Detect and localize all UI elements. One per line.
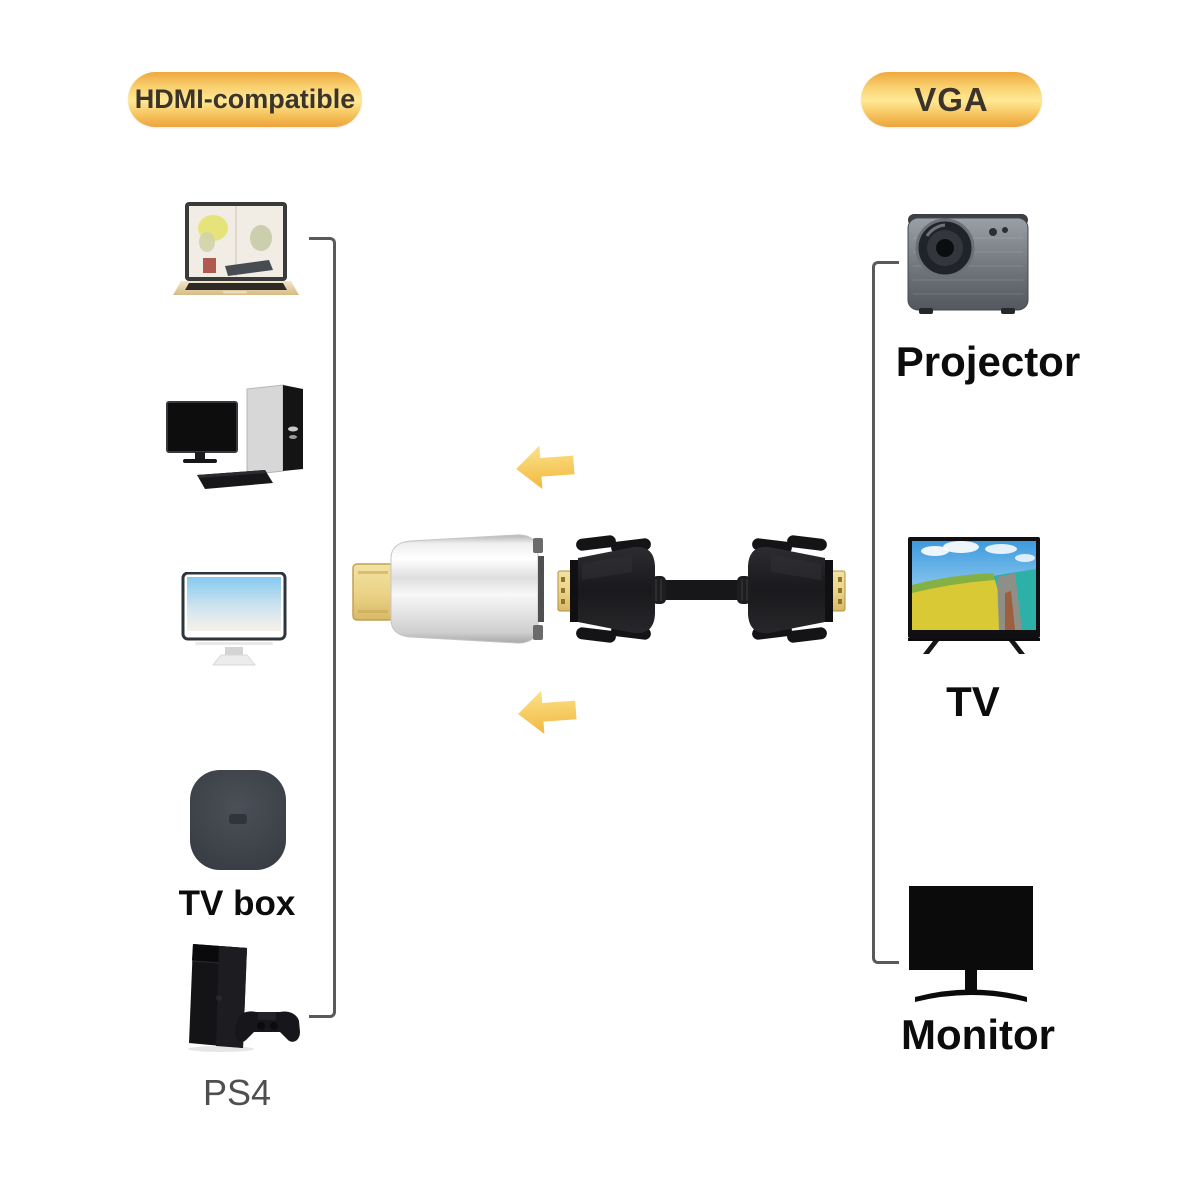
tv-box-label: TV box [178, 884, 296, 923]
monitor-stand-base [915, 989, 1027, 1002]
adapter-vga-port [538, 556, 544, 622]
tv-left-foot [923, 641, 939, 654]
hdmi-compatible-badge: HDMI-compatible [128, 72, 362, 127]
left-arrow-icon [516, 445, 575, 489]
laptop-icon [173, 202, 299, 295]
vga-badge: VGA [861, 72, 1042, 127]
tv-screen [912, 541, 1036, 630]
desktop-monitor [166, 401, 238, 453]
left-devices-bracket [309, 237, 336, 1018]
imac-stand-foot [211, 654, 257, 666]
hdmi-compatible-badge-label: HDMI-compatible [134, 84, 356, 114]
monitor-screen [909, 886, 1033, 970]
imac-stand-neck [225, 647, 243, 655]
ps4-label: PS4 [202, 1072, 272, 1113]
imac-screen [187, 577, 281, 631]
ps4-console-icon [188, 944, 300, 1052]
monitor-icon [909, 886, 1033, 1002]
projector-label: Projector [895, 338, 1081, 385]
projector-icon [907, 214, 1029, 314]
desktop-tower [246, 384, 284, 476]
monitor-stand-neck [965, 970, 977, 990]
tv-icon [908, 537, 1040, 654]
tv-box-logo [229, 814, 247, 824]
imac-monitor-icon [181, 572, 287, 666]
adapter-body [390, 534, 539, 644]
tv-box-icon [190, 770, 286, 870]
ps4-controller [235, 1011, 300, 1042]
hdmi-to-vga-adapter-and-cable [352, 534, 846, 644]
desktop-computer-icon [166, 384, 303, 489]
right-devices-bracket [872, 261, 899, 964]
left-arrow-icon [518, 690, 577, 734]
vga-cable-icon [557, 534, 846, 644]
vga-cable-cord [658, 580, 748, 600]
vga-badge-label: VGA [914, 81, 989, 118]
tv-right-foot [1009, 641, 1025, 654]
hdmi-to-vga-adapter-icon [352, 534, 544, 644]
tv-label: TV [946, 678, 1000, 725]
monitor-label: Monitor [901, 1011, 1055, 1058]
